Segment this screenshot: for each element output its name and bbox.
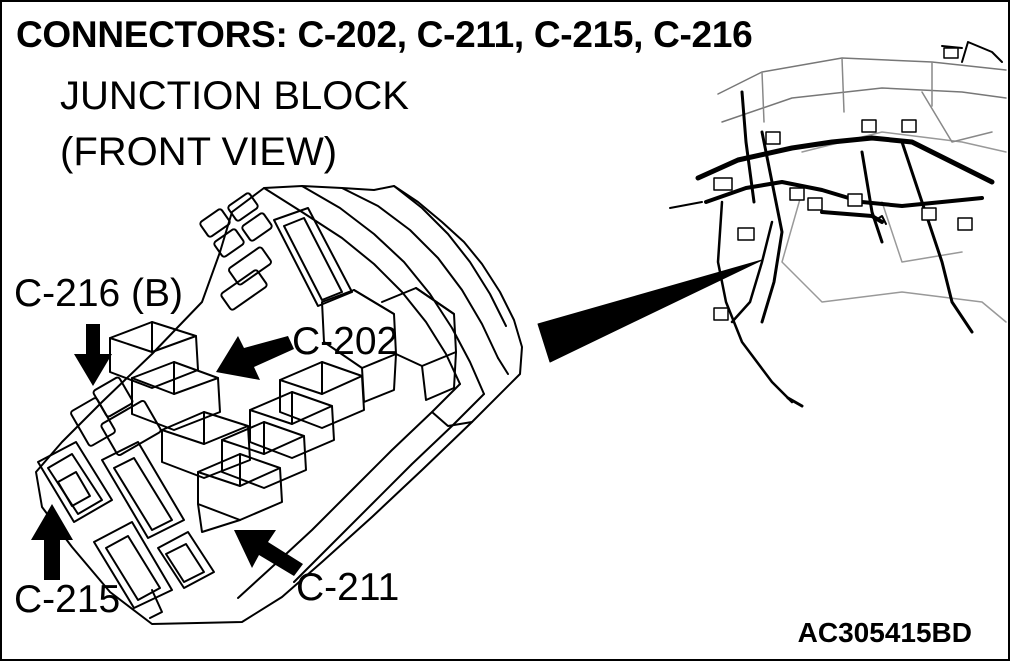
component-name: JUNCTION BLOCK [60,74,409,118]
arrow-c202 [216,336,294,380]
figure-code: AC305415BD [797,617,972,648]
arrow-c211 [234,530,303,576]
label-c216: C-216 (B) [14,272,184,315]
label-c202: C-202 [292,320,399,363]
arrow-c215 [31,504,73,580]
label-c215: C-215 [14,578,121,621]
zoom-pointer-wedge [537,259,763,363]
view-note: (FRONT VIEW) [60,130,338,174]
dashboard-harness-illustration [669,41,1007,408]
label-c211: C-211 [296,566,400,609]
arrow-c216 [74,324,112,386]
junction-block-body [35,185,523,625]
diagram-title: CONNECTORS: C-202, C-211, C-215, C-216 [16,14,753,55]
